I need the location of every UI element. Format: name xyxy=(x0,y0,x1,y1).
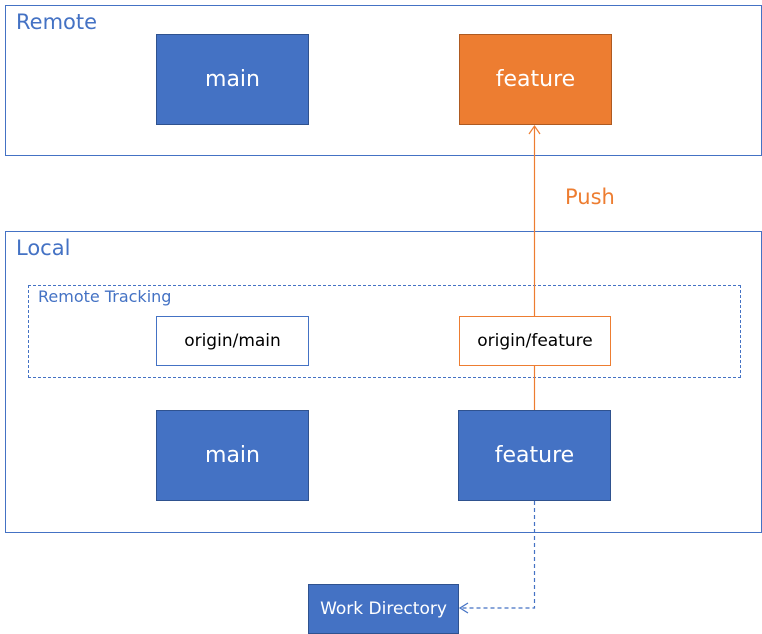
local-main-branch: main xyxy=(156,410,309,501)
remote-main-label: main xyxy=(205,67,260,92)
local-frame: Local xyxy=(5,231,762,533)
push-arrowhead xyxy=(528,124,541,135)
work-directory-box: Work Directory xyxy=(308,584,459,634)
remote-feature-label: feature xyxy=(495,67,576,92)
remote-tracking-frame: Remote Tracking xyxy=(28,285,741,378)
origin-feature-branch: origin/feature xyxy=(459,316,611,366)
remote-main-branch: main xyxy=(156,34,309,125)
origin-feature-label: origin/feature xyxy=(477,331,593,351)
remote-frame: Remote xyxy=(5,5,762,156)
local-title: Local xyxy=(16,236,71,260)
workdir-connector xyxy=(461,501,536,609)
work-directory-label: Work Directory xyxy=(320,599,447,619)
push-label: Push xyxy=(565,185,615,209)
workdir-arrowhead xyxy=(458,602,469,614)
remote-feature-branch: feature xyxy=(459,34,612,125)
local-feature-branch: feature xyxy=(458,410,611,501)
origin-main-branch: origin/main xyxy=(156,316,309,366)
local-feature-label: feature xyxy=(494,443,575,468)
remote-title: Remote xyxy=(16,10,98,34)
local-main-label: main xyxy=(205,443,260,468)
origin-main-label: origin/main xyxy=(184,331,281,351)
remote-tracking-title: Remote Tracking xyxy=(38,287,172,306)
